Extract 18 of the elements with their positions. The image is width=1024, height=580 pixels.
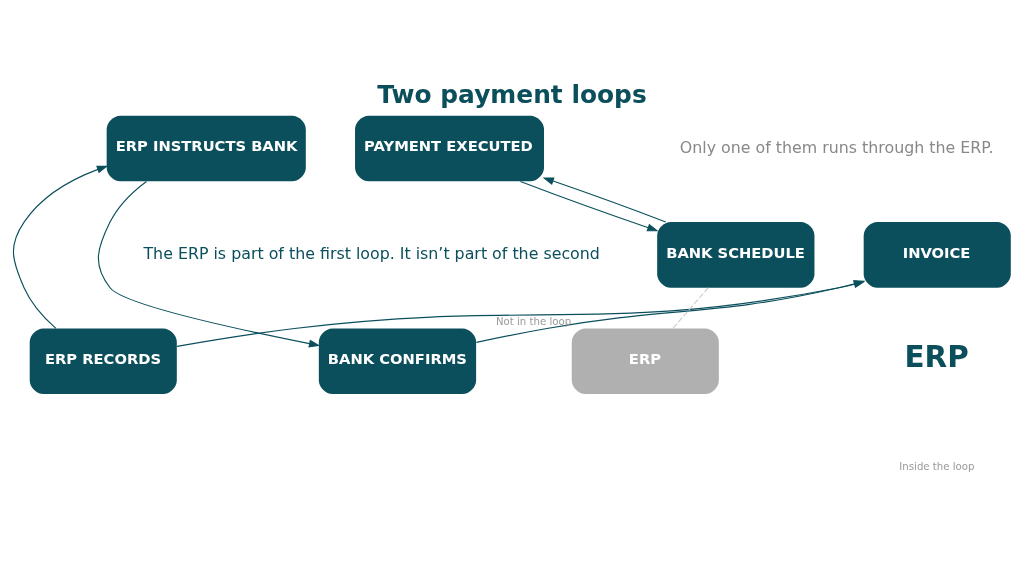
label: Inside the loop: [899, 461, 975, 473]
node-box: INVOICE: [863, 222, 1011, 288]
node-box: PAYMENT EXECUTED: [355, 115, 544, 182]
node-box: ERP: [571, 328, 719, 395]
label: The ERP is part of the first loop. It isn’t part of the second: [143, 244, 600, 264]
arrow: [12, 165, 109, 329]
node-box: ERP RECORDS: [29, 328, 177, 395]
arrow: [542, 177, 667, 223]
arrow: [97, 180, 321, 348]
node-box: BANK CONFIRMS: [318, 328, 477, 395]
connector: [672, 287, 709, 329]
arrow: [519, 180, 659, 232]
node-box: BANK SCHEDULE: [657, 222, 815, 288]
label: Only one of them runs through the ERP.: [679, 137, 994, 157]
diagram-title: Two payment loops: [377, 79, 647, 109]
node-label: Not in the loop: [495, 316, 572, 328]
node-box: ERP INSTRUCTS BANK: [106, 115, 306, 182]
label: ERP: [904, 340, 969, 375]
